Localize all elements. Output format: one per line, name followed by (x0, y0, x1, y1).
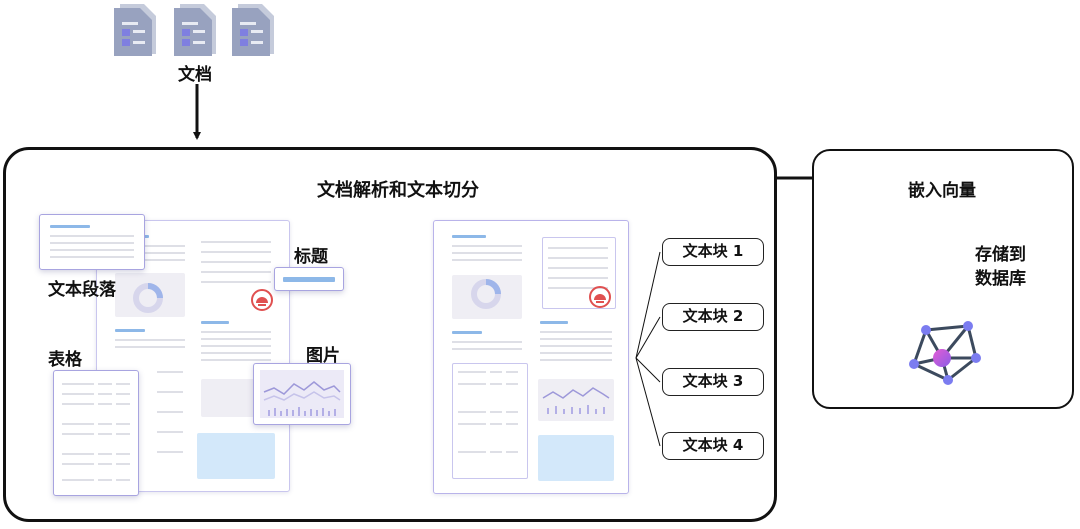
store-label-line2: 数据库 (975, 269, 1026, 289)
store-label-line1: 存储到 (975, 245, 1026, 265)
table-label: 表格 (48, 350, 82, 370)
paragraph-label: 文本段落 (48, 280, 116, 300)
image-callout (253, 363, 351, 425)
chunk-bracket (635, 251, 661, 447)
line-chart-icon (260, 370, 344, 418)
heading-callout (274, 267, 344, 291)
text-chunk-3: 文本块 3 (662, 368, 764, 396)
document-icon (114, 4, 156, 56)
image-label: 图片 (306, 346, 340, 366)
document-icon (232, 4, 274, 56)
line-chart-icon (542, 387, 610, 414)
text-chunk-2: 文本块 2 (662, 303, 764, 331)
heading-label: 标题 (294, 247, 328, 267)
table-callout (53, 370, 139, 496)
document-icon (174, 4, 216, 56)
chunked-page (433, 220, 629, 494)
vector-database-icon (909, 321, 981, 385)
text-chunk-1: 文本块 1 (662, 238, 764, 266)
paragraph-callout (39, 214, 145, 270)
text-chunk-4: 文本块 4 (662, 432, 764, 460)
warning-stamp-icon (251, 289, 273, 311)
embedding-title: 嵌入向量 (908, 181, 976, 201)
donut-chart-icon (471, 279, 501, 309)
donut-chart-icon (133, 283, 163, 313)
warning-stamp-icon (589, 286, 611, 308)
documents-group (112, 2, 282, 58)
parsing-title: 文档解析和文本切分 (317, 180, 479, 201)
documents-label: 文档 (178, 65, 212, 85)
